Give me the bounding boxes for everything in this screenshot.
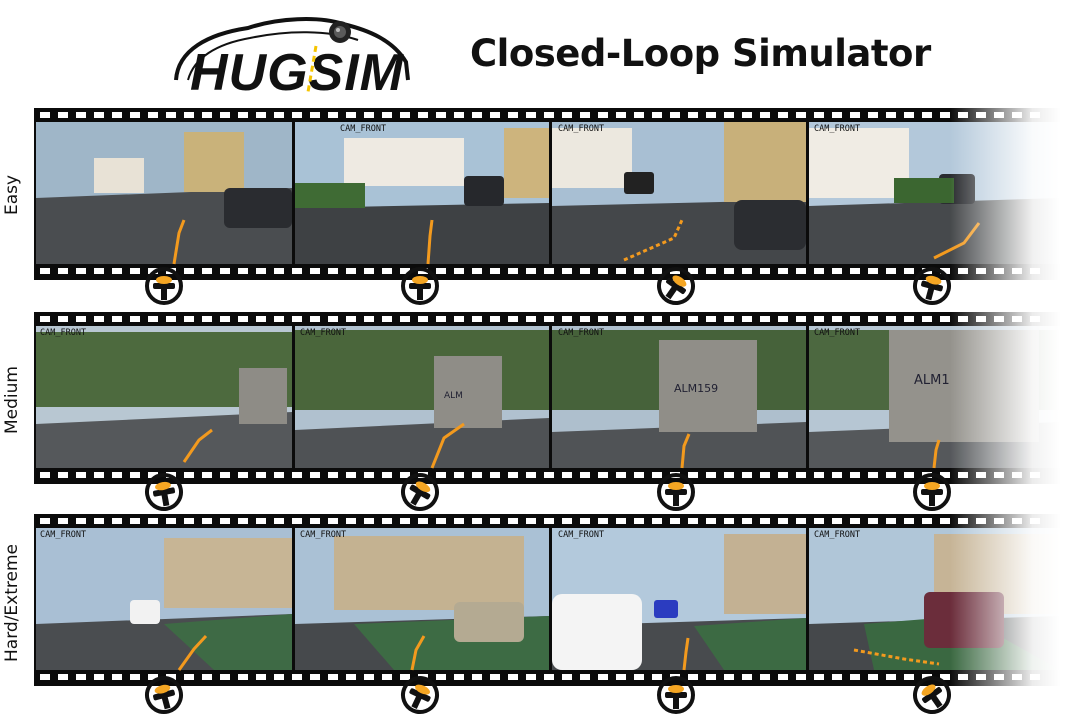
steering-row-easy — [34, 266, 1060, 310]
steering-wheel-icon — [657, 267, 695, 305]
camera-label: CAM_FRONT — [814, 530, 861, 540]
steering-wheel-icon — [913, 267, 951, 305]
camera-label: CAM_FRONT — [814, 328, 861, 338]
steering-wheel-icon — [913, 676, 951, 714]
frame-medium-4: ALM1 — [809, 326, 1060, 469]
filmstrip-medium: ALM ALM159 ALM1 CAM_FRONT CAM_FRONT CAM_… — [34, 312, 1060, 484]
steering-wheel-icon — [657, 473, 695, 511]
frame-medium-3: ALM159 — [552, 326, 806, 469]
steering-wheel-icon — [145, 267, 183, 305]
steering-wheel-icon — [401, 267, 439, 305]
camera-label: CAM_FRONT — [340, 124, 387, 134]
camera-label: CAM_FRONT — [300, 530, 347, 540]
row-label-medium: Medium — [2, 366, 23, 434]
row-label-hard: Hard/Extreme — [2, 543, 23, 662]
page-title: Closed-Loop Simulator — [470, 32, 931, 75]
steering-row-hard — [34, 675, 1060, 719]
hugsim-logo: HUGSIM — [174, 17, 410, 100]
svg-text:ALM159: ALM159 — [674, 382, 718, 395]
camera-label: CAM_FRONT — [558, 530, 605, 540]
filmstrip-easy: CAM_FRONT CAM_FRONT CAM_FRONT — [34, 108, 1060, 280]
filmstrip-hard: CAM_FRONT CAM_FRONT CAM_FRONT CAM_FRONT — [34, 514, 1060, 686]
frame-hard-2 — [295, 528, 549, 671]
frame-hard-3 — [552, 528, 806, 671]
camera-label: CAM_FRONT — [558, 328, 605, 338]
camera-label: CAM_FRONT — [40, 530, 87, 540]
camera-label: CAM_FRONT — [558, 124, 605, 134]
frame-medium-1 — [36, 326, 292, 468]
camera-label: CAM_FRONT — [300, 328, 347, 338]
steering-wheel-icon — [145, 473, 183, 511]
steering-wheel-icon — [401, 676, 439, 714]
camera-label: CAM_FRONT — [814, 124, 861, 134]
steering-row-medium — [34, 472, 1060, 516]
frame-hard-1 — [36, 528, 292, 671]
steering-wheel-icon — [913, 473, 951, 511]
svg-text:ALM1: ALM1 — [914, 373, 950, 388]
frame-easy-3 — [552, 122, 806, 264]
steering-wheel-icon — [145, 676, 183, 714]
row-label-easy: Easy — [2, 174, 23, 216]
steering-wheel-icon — [401, 473, 439, 511]
steering-wheel-icon — [657, 676, 695, 714]
camera-label: CAM_FRONT — [40, 328, 87, 338]
frame-easy-4 — [809, 122, 1060, 264]
frame-easy-1 — [36, 122, 292, 265]
svg-text:ALM: ALM — [444, 391, 463, 401]
logo-text: HUGSIM — [190, 44, 405, 100]
frame-easy-2 — [295, 122, 549, 265]
frame-medium-2: ALM — [295, 326, 549, 469]
frame-hard-4 — [809, 528, 1060, 670]
